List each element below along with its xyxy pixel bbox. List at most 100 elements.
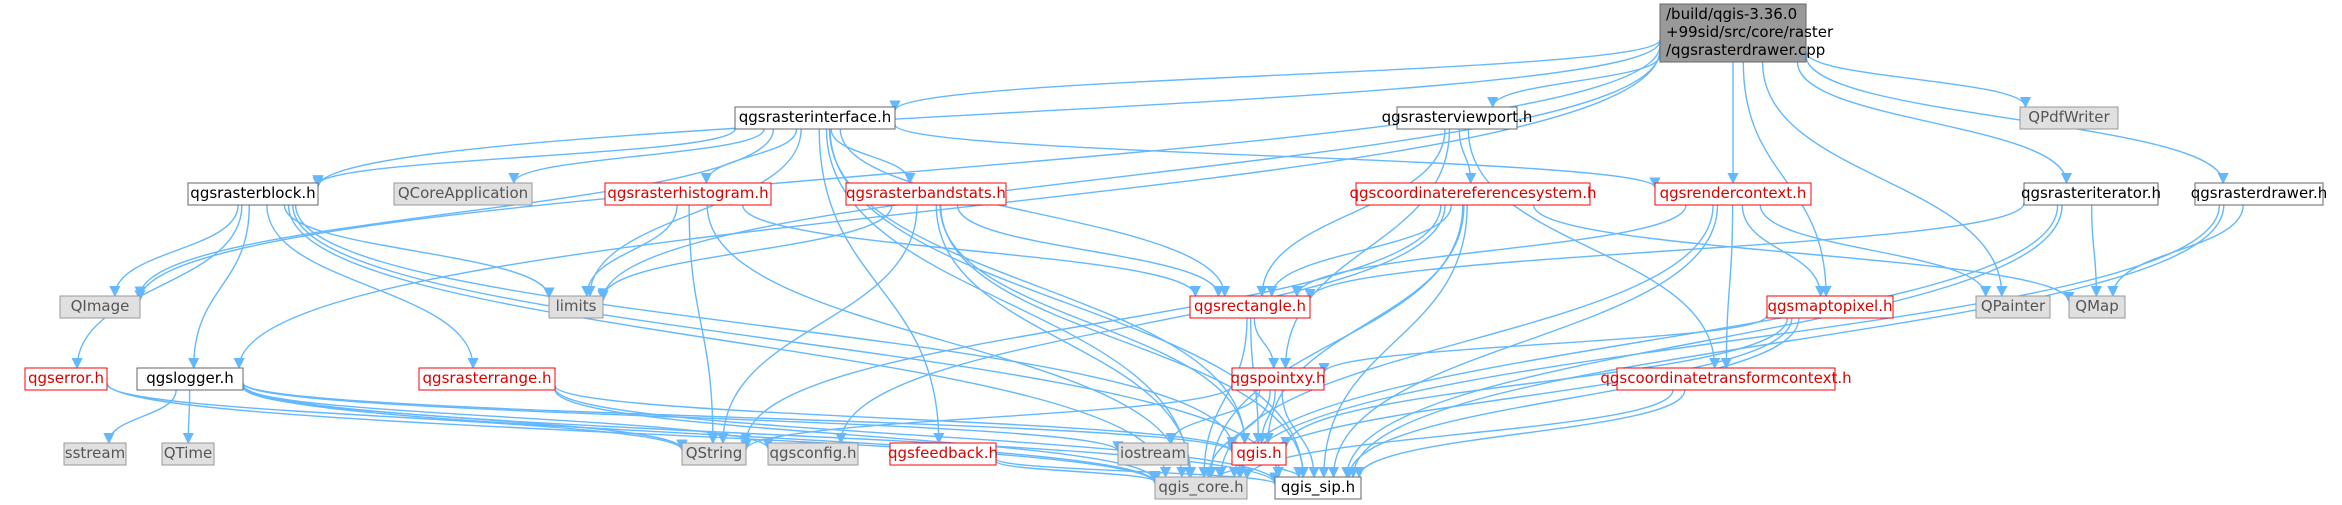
edge-root-to-qgsrasterinterface [889, 39, 1661, 112]
node-qpainter[interactable]: QPainter [1975, 295, 2051, 319]
node-label: qgsrasterhistogram.h [607, 184, 768, 202]
edge-qgsfeedback-to-qgis_sip [995, 458, 1281, 486]
edge-qgscrs-to-qgis_core [1205, 204, 1464, 479]
nodes-layer: /build/qgis-3.36.0+99sid/src/core/raster… [24, 3, 2328, 500]
node-qgserror[interactable]: qgserror.h [24, 367, 108, 391]
node-box [845, 182, 1007, 206]
node-label: QPainter [1981, 297, 2046, 315]
edge-qgsrasterinterface-to-qgsfeedback [818, 128, 945, 445]
node-label: +99sid/src/core/raster [1666, 23, 1834, 41]
node-box [1396, 106, 1518, 130]
node-label: qgsrectangle.h [1194, 297, 1306, 315]
node-qgsrasteriterator[interactable]: qgsrasteriterator.h [2021, 182, 2161, 206]
node-qgsrendercontext[interactable]: qgsrendercontext.h [1654, 182, 1812, 206]
edge-qgsrasterbandstats-to-qgis_sip [940, 204, 1309, 479]
edge-root-to-qimage [134, 45, 1661, 302]
edge-qgsrendercontext-to-qgsctc [1720, 204, 1734, 370]
edge-qgsrendercontext-to-qgsrectangle [1291, 204, 1687, 298]
node-qpdfwriter[interactable]: QPdfWriter [2019, 106, 2119, 130]
node-qgsrasterinterface[interactable]: qgsrasterinterface.h [734, 106, 896, 130]
edge-qgsrectangle-to-qgis_core [1198, 317, 1248, 479]
node-label: /qgsrasterdrawer.cpp [1666, 41, 1825, 59]
node-box [734, 106, 896, 130]
node-label: qgis.h [1236, 444, 1281, 462]
edge-qgsrasterhistogram-to-qgsrectangle [742, 204, 1201, 298]
node-qgsfeedback[interactable]: qgsfeedback.h [888, 442, 998, 466]
edge-qgsrendercontext-to-qgis_sip [1327, 204, 1719, 479]
node-qgsrasterdrawer[interactable]: qgsrasterdrawer.h [2191, 182, 2328, 206]
edge-qgsrasterbandstats-to-qgsrectangle [956, 204, 1225, 298]
node-box [1117, 442, 1189, 466]
node-qgsmaptopixel[interactable]: qgsmaptopixel.h [1766, 295, 1894, 319]
node-qgsrasterviewport[interactable]: qgsrasterviewport.h [1382, 106, 1533, 130]
node-qmap[interactable]: QMap [2068, 295, 2126, 319]
node-label: qgsrasterinterface.h [739, 108, 891, 126]
node-label: qgis_core.h [1158, 478, 1243, 497]
node-qgis_core[interactable]: qgis_core.h [1154, 476, 1248, 500]
node-qtime[interactable]: QTime [161, 442, 215, 466]
edge-qgsrasterblock-to-qgis_core [287, 204, 1172, 479]
node-qgsrasterrange[interactable]: qgsrasterrange.h [418, 367, 556, 391]
node-box [1231, 367, 1325, 391]
edge-root-to-qgsrasterdrawer [1805, 55, 2229, 185]
edge-qgsrasterblock-to-qgslogger [188, 204, 250, 370]
edge-root-to-qgsrasterblock [312, 40, 1661, 189]
edge-qgsrasterviewport-to-qgscrs [1458, 128, 1477, 185]
node-qgsconfig[interactable]: qgsconfig.h [767, 442, 859, 466]
node-label: /build/qgis-3.36.0 [1666, 5, 1797, 23]
edge-qgsrasterinterface-to-qgsrendercontext [894, 123, 1661, 189]
node-qimage[interactable]: QImage [59, 295, 141, 319]
node-qgis[interactable]: qgis.h [1231, 442, 1287, 466]
node-box [548, 295, 604, 319]
node-qgsrasterhistogram[interactable]: qgsrasterhistogram.h [604, 182, 772, 206]
edge-qgsrasterviewport-to-qgsrectangle [1256, 128, 1446, 298]
node-qgsrasterblock[interactable]: qgsrasterblock.h [187, 182, 319, 206]
node-box [2019, 106, 2119, 130]
node-label: qgspointxy.h [1230, 369, 1325, 387]
node-qgsrasterbandstats[interactable]: qgsrasterbandstats.h [845, 182, 1007, 206]
node-qgspointxy[interactable]: qgspointxy.h [1230, 367, 1326, 391]
node-sstream[interactable]: sstream [63, 442, 127, 466]
edge-qgsrasterhistogram-to-limits [581, 204, 678, 298]
node-label: iostream [1120, 444, 1186, 462]
edge-qgsrasteriterator-to-qgsrectangle [1304, 202, 2025, 301]
edge-qgsrasteriterator-to-qmap [2090, 204, 2102, 298]
node-box [1975, 295, 2051, 319]
edge-qgsrasterinterface-to-qgsrasterblock [312, 128, 736, 187]
node-qgis_sip[interactable]: qgis_sip.h [1274, 476, 1362, 500]
edge-qgspointxy-to-qstring [740, 384, 1233, 451]
edge-qgsrendercontext-to-qgsmaptopixel [1741, 204, 1827, 298]
edge-qgscrs-to-qgsconfig [835, 204, 1446, 445]
node-box [418, 367, 556, 391]
edge-qgsrasterbandstats-to-qgis_core [935, 204, 1197, 479]
node-label: qgsrasterblock.h [190, 184, 315, 202]
node-qstring[interactable]: QString [681, 442, 747, 466]
node-qgsctc[interactable]: qgscoordinatetransformcontext.h [1600, 367, 1852, 391]
node-box [1654, 182, 1812, 206]
node-label: qgsconfig.h [769, 444, 856, 462]
edge-qgspointxy-to-qgis [1256, 389, 1276, 445]
node-label: limits [556, 297, 597, 315]
edge-qgsctc-to-qgis_sip [1353, 389, 1686, 479]
node-label: QImage [71, 297, 130, 315]
edge-qgsrasterrange-to-qgis [554, 385, 1238, 453]
node-qcoreapplication[interactable]: QCoreApplication [393, 182, 533, 206]
node-iostream[interactable]: iostream [1117, 442, 1189, 466]
node-box [393, 182, 533, 206]
edge-root-to-qgslogger [233, 49, 1661, 370]
edge-qgsrasterblock-to-qgis [294, 204, 1238, 449]
edge-qgslogger-to-qgis_core [242, 384, 1161, 485]
node-qgsrectangle[interactable]: qgsrectangle.h [1189, 295, 1311, 319]
edge-qgsrasterinterface-to-qcoreapplication [508, 128, 765, 185]
node-limits[interactable]: limits [548, 295, 604, 319]
node-root[interactable]: /build/qgis-3.36.0+99sid/src/core/raster… [1659, 3, 1834, 63]
node-box [1616, 367, 1836, 391]
edge-qgslogger-to-qgis_sip [242, 383, 1281, 485]
edge-qgscrs-to-qmap [1533, 204, 2075, 304]
edge-qgis-to-qgis_core [1214, 464, 1241, 479]
node-qgslogger[interactable]: qgslogger.h [136, 367, 244, 391]
node-box [1274, 476, 1362, 500]
edge-qgsrasterblock-to-qgsrasterrange [266, 204, 479, 370]
node-label: qgsrasterdrawer.h [2191, 184, 2328, 202]
node-qgscrs[interactable]: qgscoordinatereferencesystem.h [1350, 182, 1597, 206]
